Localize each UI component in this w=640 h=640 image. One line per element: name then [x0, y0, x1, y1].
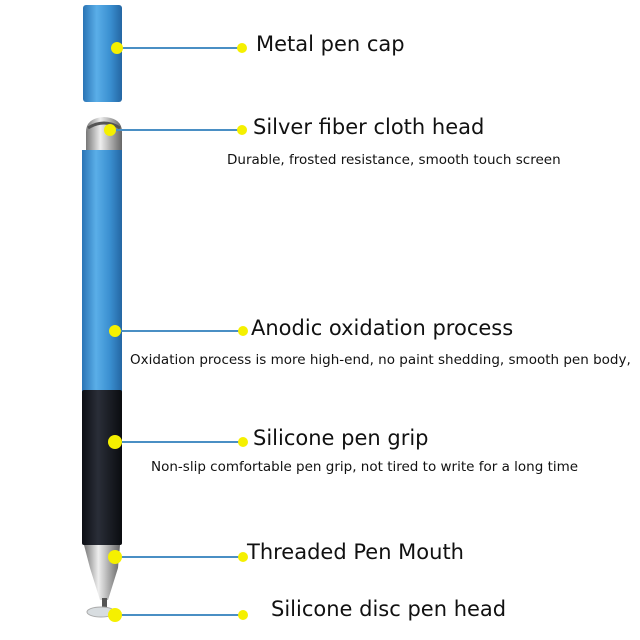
callout-title: Silicone pen grip [253, 426, 429, 450]
callout-lines [110, 47, 243, 616]
callout-desc: Oxidation process is more high-end, no p… [130, 352, 631, 368]
callout-title: Silicone disc pen head [271, 597, 507, 621]
callout-title: Metal pen cap [256, 32, 405, 56]
callout-dots [104, 42, 248, 622]
callout-title: Anodic oxidation process [251, 316, 514, 340]
callout-title: Threaded Pen Mouth [247, 540, 464, 564]
callout-desc: Non-slip comfortable pen grip, not tired… [151, 459, 579, 475]
callout-desc: Durable, frosted resistance, smooth touc… [227, 152, 561, 168]
pen-grip [82, 390, 122, 545]
pen-cap [83, 5, 122, 102]
pen-body [82, 150, 122, 392]
callout-title: Silver fiber cloth head [253, 115, 485, 139]
